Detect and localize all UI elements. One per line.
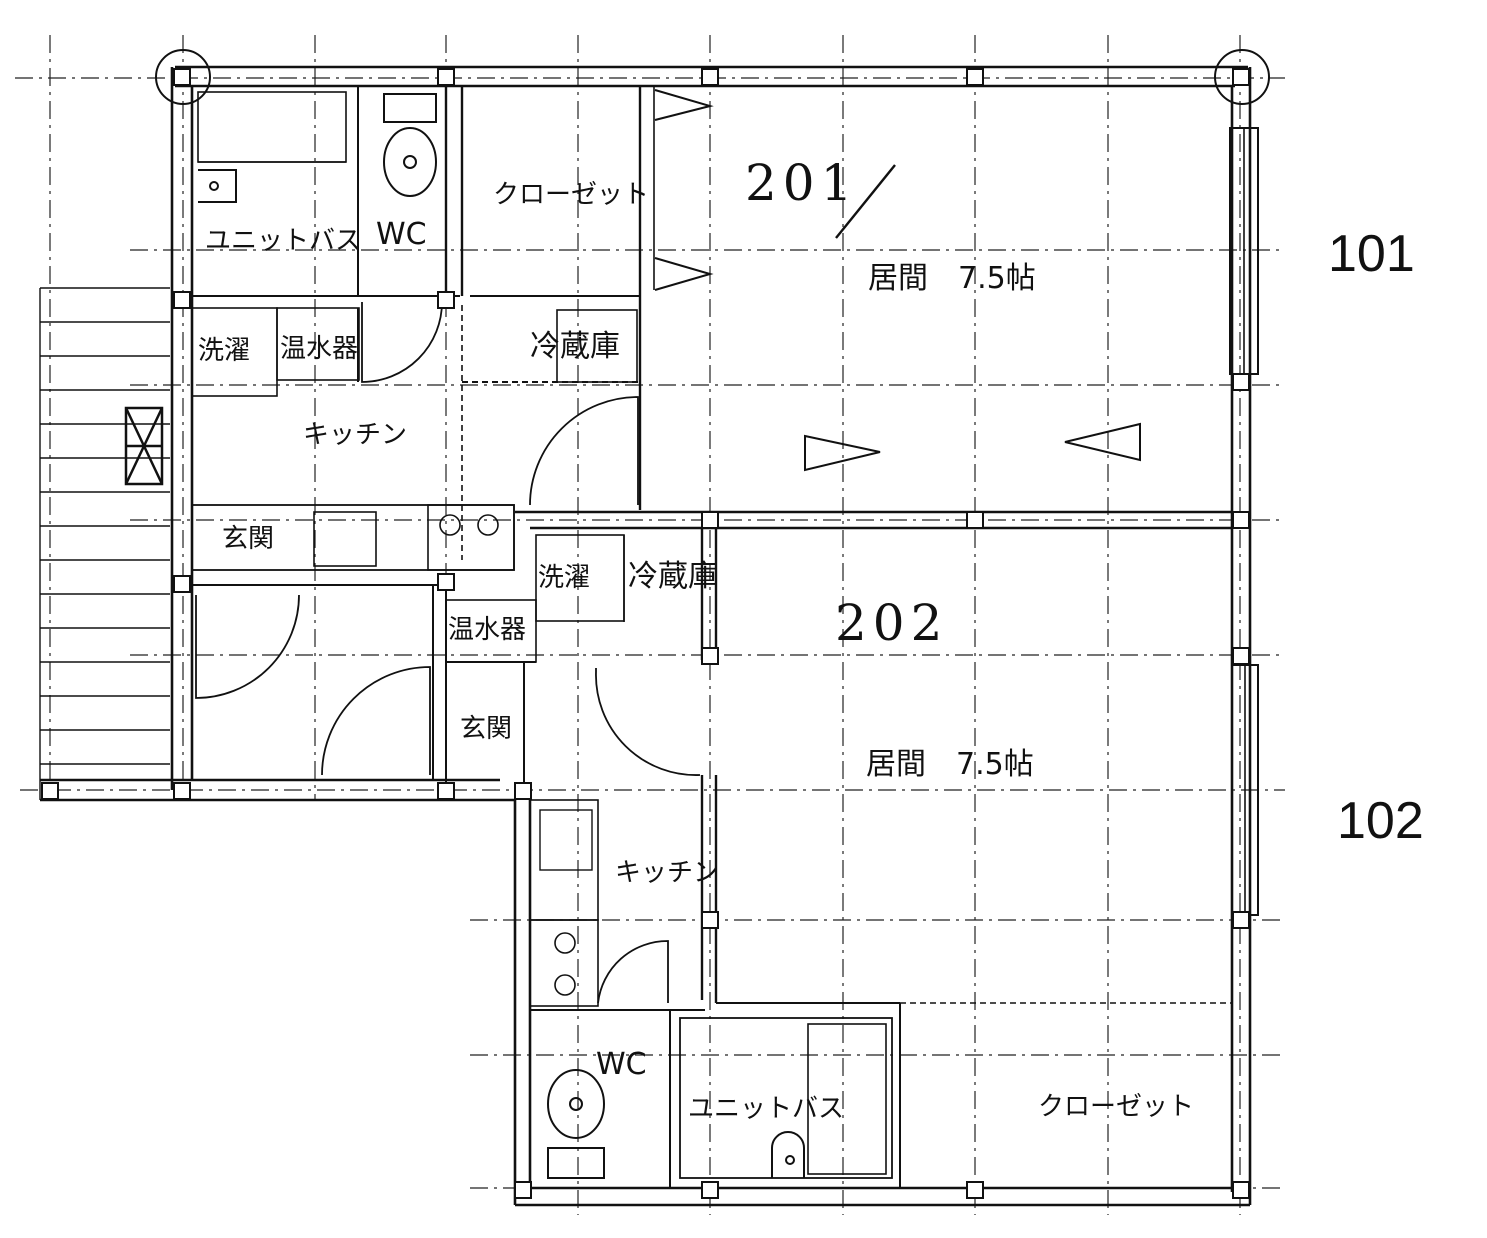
fixtures (198, 93, 805, 1179)
room-label-water-heater-upper: 温水器 (280, 334, 359, 364)
unit-number-101: 101 (1328, 225, 1415, 283)
room-label-kitchen-upper: キッチン (303, 420, 408, 450)
doors (195, 301, 701, 1004)
handwritten-strokes (835, 164, 896, 239)
handwritten-unit-201: 201 (745, 154, 859, 212)
room-label-refrigerator-lower: 冷蔵庫 (628, 559, 718, 594)
handwritten-unit-202: 202 (835, 594, 949, 652)
unit-number-102: 102 (1337, 792, 1424, 850)
room-label-unit-bath-upper: ユニットバス (205, 226, 362, 256)
room-label-living-upper: 居間 7.5帖 (868, 261, 1036, 296)
corner-columns (155, 49, 1270, 105)
room-label-water-heater-lower: 温水器 (448, 615, 527, 645)
closet-markers (654, 89, 1141, 472)
room-label-unit-bath-lower: ユニットバス (688, 1094, 845, 1124)
stairs (39, 287, 170, 800)
room-label-closet-upper: クローゼット (493, 180, 650, 210)
room-label-entrance-upper: 玄関 (222, 524, 275, 554)
room-label-entrance-lower: 玄関 (460, 714, 513, 744)
room-label-closet-lower: クローゼット (1038, 1092, 1195, 1122)
room-label-wc-upper: WC (376, 217, 427, 252)
room-label-laundry-lower: 洗濯 (538, 563, 591, 593)
walls (40, 65, 1259, 1207)
grid-lines (15, 35, 1285, 1215)
room-label-laundry-upper: 洗濯 (198, 336, 251, 366)
room-label-living-lower: 居間 7.5帖 (866, 747, 1034, 782)
room-label-kitchen-lower: キッチン (615, 858, 720, 888)
room-label-refrigerator-upper: 冷蔵庫 (530, 329, 620, 364)
room-label-wc-lower: WC (596, 1047, 647, 1082)
structural-posts (41, 68, 1250, 1199)
